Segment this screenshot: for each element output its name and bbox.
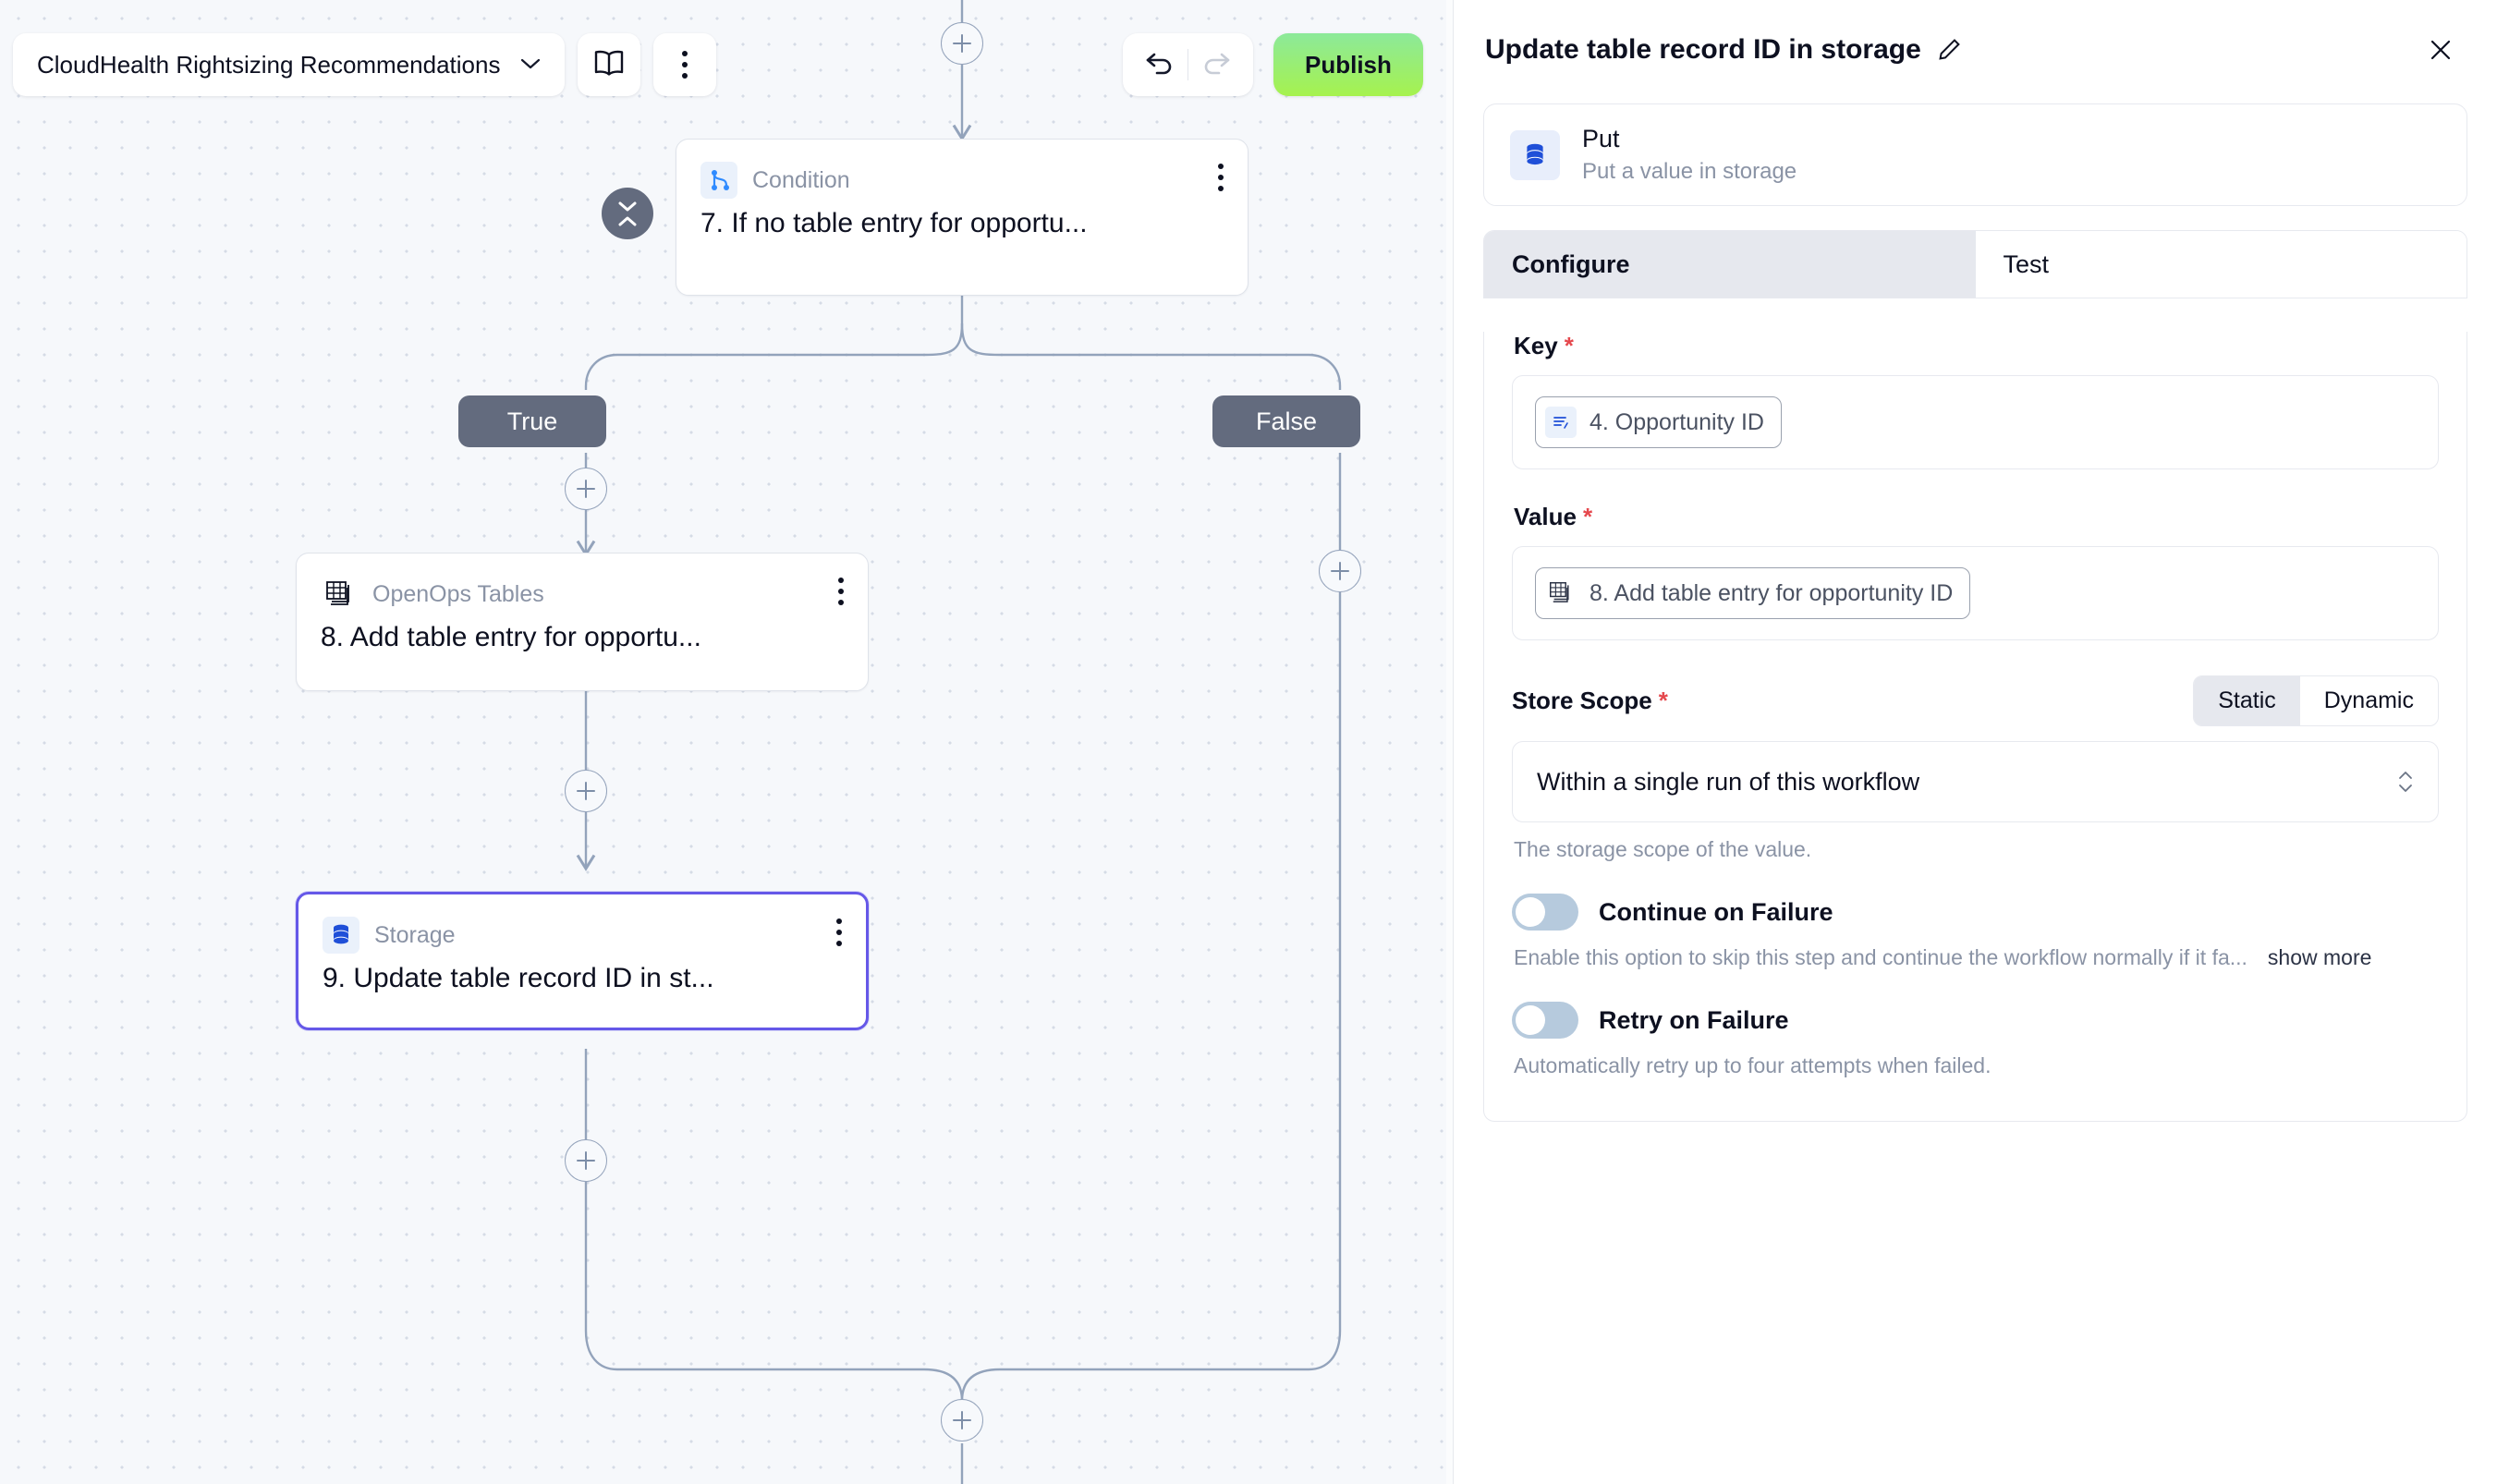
store-scope-row: Store Scope* Static Dynamic xyxy=(1512,675,2439,726)
workflow-canvas[interactable]: CloudHealth Rightsizing Recommendations xyxy=(0,0,1454,1484)
undo-redo-group xyxy=(1123,33,1253,96)
node-openops-tables-title: 8. Add table entry for opportu... xyxy=(321,622,701,652)
add-step-button-true-branch[interactable] xyxy=(565,468,607,510)
canvas-right-gutter xyxy=(1446,0,1454,1484)
node-openops-tables[interactable]: OpenOps Tables 8. Add table entry for op… xyxy=(296,553,869,691)
add-step-button-after-storage[interactable] xyxy=(565,1139,607,1182)
chevron-down-icon xyxy=(618,201,637,211)
branch-label-false[interactable]: False xyxy=(1212,395,1360,447)
node-storage-title: 9. Update table record ID in st... xyxy=(323,963,714,993)
step-settings-panel: Update table record ID in storage xyxy=(1454,0,2497,1484)
segment-dynamic[interactable]: Dynamic xyxy=(2323,687,2414,713)
panel-tabs: Configure Test xyxy=(1483,230,2467,298)
chevron-up-icon xyxy=(618,216,637,225)
required-marker: * xyxy=(1658,687,1668,714)
retry-on-failure-label: Retry on Failure xyxy=(1599,1005,1789,1034)
piece-info: Put Put a value in storage xyxy=(1582,125,1797,185)
redo-button[interactable] xyxy=(1188,37,1246,92)
node-storage-header: Storage xyxy=(298,894,866,954)
workflow-more-button[interactable] xyxy=(653,33,717,96)
panel-header: Update table record ID in storage xyxy=(1483,0,2467,100)
value-input[interactable]: 8. Add table entry for opportunity ID xyxy=(1512,546,2439,640)
node-openops-tables-menu-button[interactable] xyxy=(838,578,844,605)
tab-configure[interactable]: Configure xyxy=(1484,231,1976,298)
table-stack-icon xyxy=(1545,578,1577,609)
workflow-name-label: CloudHealth Rightsizing Recommendations xyxy=(37,50,501,79)
retry-on-failure-description-row: Automatically retry up to four attempts … xyxy=(1514,1053,2439,1078)
node-storage-type: Storage xyxy=(374,921,456,948)
branch-condition-icon xyxy=(700,162,737,199)
node-condition-title: 7. If no table entry for opportu... xyxy=(700,208,1088,238)
tab-test[interactable]: Test xyxy=(1975,231,2467,298)
chevron-down-icon xyxy=(520,55,541,74)
key-field-label: Key* xyxy=(1514,332,1574,359)
key-chip-label: 4. Opportunity ID xyxy=(1590,408,1764,435)
collapse-branch-button[interactable] xyxy=(602,188,653,239)
add-step-button-after-tables[interactable] xyxy=(565,770,607,812)
pencil-icon[interactable] xyxy=(1936,37,1962,63)
segment-static[interactable]: Static xyxy=(2194,676,2300,725)
continue-on-failure-row: Continue on Failure xyxy=(1512,894,2439,931)
retry-on-failure-description: Automatically retry up to four attempts … xyxy=(1514,1053,1992,1077)
node-openops-tables-header: OpenOps Tables xyxy=(297,553,868,613)
value-field-label: Value* xyxy=(1514,503,1593,530)
continue-on-failure-toggle[interactable] xyxy=(1512,894,1578,931)
retry-on-failure-toggle[interactable] xyxy=(1512,1002,1578,1039)
book-icon xyxy=(593,49,625,81)
canvas-panel-divider xyxy=(1453,0,1454,1484)
store-scope-label: Store Scope* xyxy=(1512,687,1668,714)
node-condition-header: Condition xyxy=(676,140,1248,199)
undo-arrow-icon xyxy=(1144,50,1174,80)
text-lines-icon xyxy=(1545,407,1577,438)
table-stack-icon xyxy=(321,576,358,613)
node-openops-tables-type: OpenOps Tables xyxy=(372,580,544,607)
workflow-name-dropdown[interactable]: CloudHealth Rightsizing Recommendations xyxy=(13,33,566,96)
required-marker: * xyxy=(1564,332,1574,359)
chevron-up-down-icon xyxy=(2397,771,2414,793)
canvas-toolbar-left: CloudHealth Rightsizing Recommendations xyxy=(13,33,717,96)
store-scope-hint: The storage scope of the value. xyxy=(1514,837,1812,861)
branch-label-true[interactable]: True xyxy=(458,395,606,447)
configure-form: Key* 4. Opportunity ID Value* xyxy=(1483,332,2467,1122)
undo-button[interactable] xyxy=(1130,37,1188,92)
value-chip-label: 8. Add table entry for opportunity ID xyxy=(1590,579,1954,606)
value-chip[interactable]: 8. Add table entry for opportunity ID xyxy=(1535,567,1971,619)
piece-name: Put xyxy=(1582,125,1620,152)
key-input[interactable]: 4. Opportunity ID xyxy=(1512,375,2439,469)
node-condition-menu-button[interactable] xyxy=(1218,164,1224,191)
page-title: Update table record ID in storage xyxy=(1485,34,1921,65)
node-condition[interactable]: Condition 7. If no table entry for oppor… xyxy=(676,139,1248,296)
node-storage-menu-button[interactable] xyxy=(836,918,842,946)
static-dynamic-toggle: Static Dynamic xyxy=(2193,675,2439,726)
close-icon[interactable] xyxy=(2421,30,2460,69)
key-chip[interactable]: 4. Opportunity ID xyxy=(1535,396,1782,448)
piece-summary-card: Put Put a value in storage xyxy=(1483,103,2467,206)
piece-description: Put a value in storage xyxy=(1582,159,1797,184)
retry-on-failure-row: Retry on Failure xyxy=(1512,1002,2439,1039)
docs-button[interactable] xyxy=(578,33,641,96)
add-step-button-false-branch[interactable] xyxy=(1319,550,1361,592)
show-more-link[interactable]: show more xyxy=(2267,945,2372,969)
database-icon xyxy=(1510,129,1560,180)
canvas-toolbar-right: Publish xyxy=(1123,33,1423,96)
redo-arrow-icon xyxy=(1202,50,1232,80)
publish-button[interactable]: Publish xyxy=(1273,33,1423,96)
workflow-edges xyxy=(576,0,1342,1484)
continue-on-failure-description: Enable this option to skip this step and… xyxy=(1514,945,2247,969)
database-icon xyxy=(323,917,359,954)
add-step-button-merge[interactable] xyxy=(941,1399,983,1441)
store-scope-selected-value: Within a single run of this workflow xyxy=(1537,767,1920,796)
required-marker: * xyxy=(1582,503,1593,530)
kebab-menu-icon xyxy=(682,51,688,79)
continue-on-failure-description-row: Enable this option to skip this step and… xyxy=(1514,945,2439,970)
add-step-button-top[interactable] xyxy=(941,22,983,65)
node-storage[interactable]: Storage 9. Update table record ID in st.… xyxy=(296,892,869,1030)
node-condition-type: Condition xyxy=(752,166,850,193)
store-scope-select[interactable]: Within a single run of this workflow xyxy=(1512,741,2439,822)
continue-on-failure-label: Continue on Failure xyxy=(1599,897,1833,926)
